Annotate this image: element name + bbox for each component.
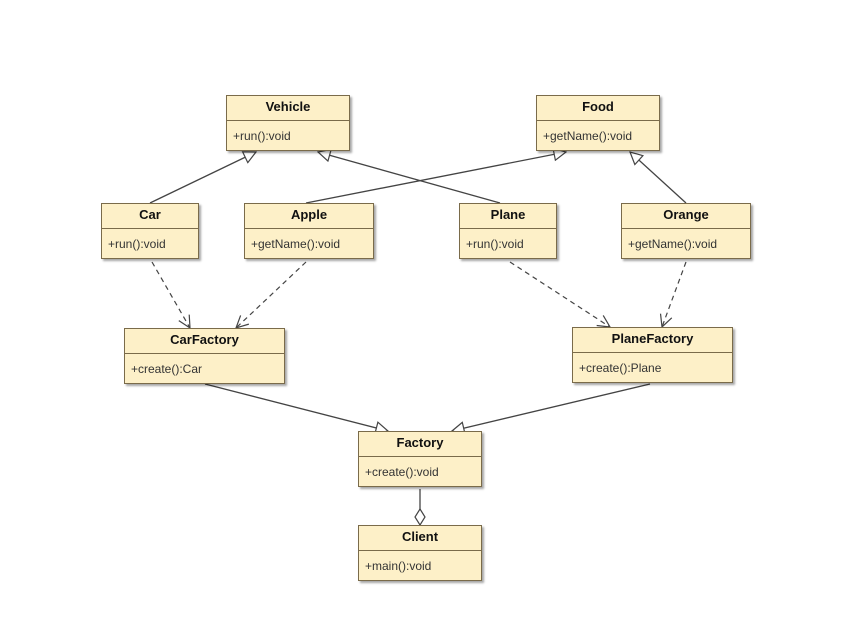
class-car-name: Car xyxy=(102,204,198,229)
class-client-name: Client xyxy=(359,526,481,551)
orange-to-planefactory-dependency xyxy=(662,261,687,327)
class-planefactory-method: +create():Plane xyxy=(579,361,662,375)
class-factory-name: Factory xyxy=(359,432,481,457)
class-factory[interactable]: Factory +create():void xyxy=(358,431,482,487)
apple-to-carfactory-dependency xyxy=(236,261,307,328)
class-plane-name: Plane xyxy=(460,204,556,229)
class-apple-method: +getName():void xyxy=(251,237,341,251)
class-vehicle-method: +run():void xyxy=(233,129,291,143)
class-client[interactable]: Client +main():void xyxy=(358,525,482,581)
class-vehicle-name: Vehicle xyxy=(227,96,349,121)
apple-to-food-line xyxy=(305,152,566,204)
class-orange[interactable]: Orange +getName():void xyxy=(621,203,751,259)
class-client-method: +main():void xyxy=(365,559,432,573)
class-orange-name: Orange xyxy=(622,204,750,229)
class-food-name: Food xyxy=(537,96,659,121)
carfactory-to-factory-line xyxy=(204,383,388,431)
car-to-vehicle-line xyxy=(149,152,256,204)
class-planefactory-name: PlaneFactory xyxy=(573,328,732,353)
class-carfactory[interactable]: CarFactory +create():Car xyxy=(124,328,285,384)
planefactory-to-factory-line xyxy=(452,383,651,431)
car-to-carfactory-dependency xyxy=(151,261,190,328)
class-apple[interactable]: Apple +getName():void xyxy=(244,203,374,259)
class-car-method: +run():void xyxy=(108,237,166,251)
plane-to-planefactory-dependency xyxy=(509,261,610,327)
class-plane[interactable]: Plane +run():void xyxy=(459,203,557,259)
class-apple-name: Apple xyxy=(245,204,373,229)
class-planefactory[interactable]: PlaneFactory +create():Plane xyxy=(572,327,733,383)
class-car[interactable]: Car +run():void xyxy=(101,203,199,259)
class-carfactory-method: +create():Car xyxy=(131,362,203,376)
class-vehicle[interactable]: Vehicle +run():void xyxy=(226,95,350,151)
class-orange-method: +getName():void xyxy=(628,237,718,251)
plane-to-vehicle-line xyxy=(318,152,501,204)
class-plane-method: +run():void xyxy=(466,237,524,251)
orange-to-food-line xyxy=(630,152,687,204)
class-carfactory-name: CarFactory xyxy=(125,329,284,354)
class-food-method: +getName():void xyxy=(543,129,633,143)
class-factory-method: +create():void xyxy=(365,465,439,479)
class-food[interactable]: Food +getName():void xyxy=(536,95,660,151)
